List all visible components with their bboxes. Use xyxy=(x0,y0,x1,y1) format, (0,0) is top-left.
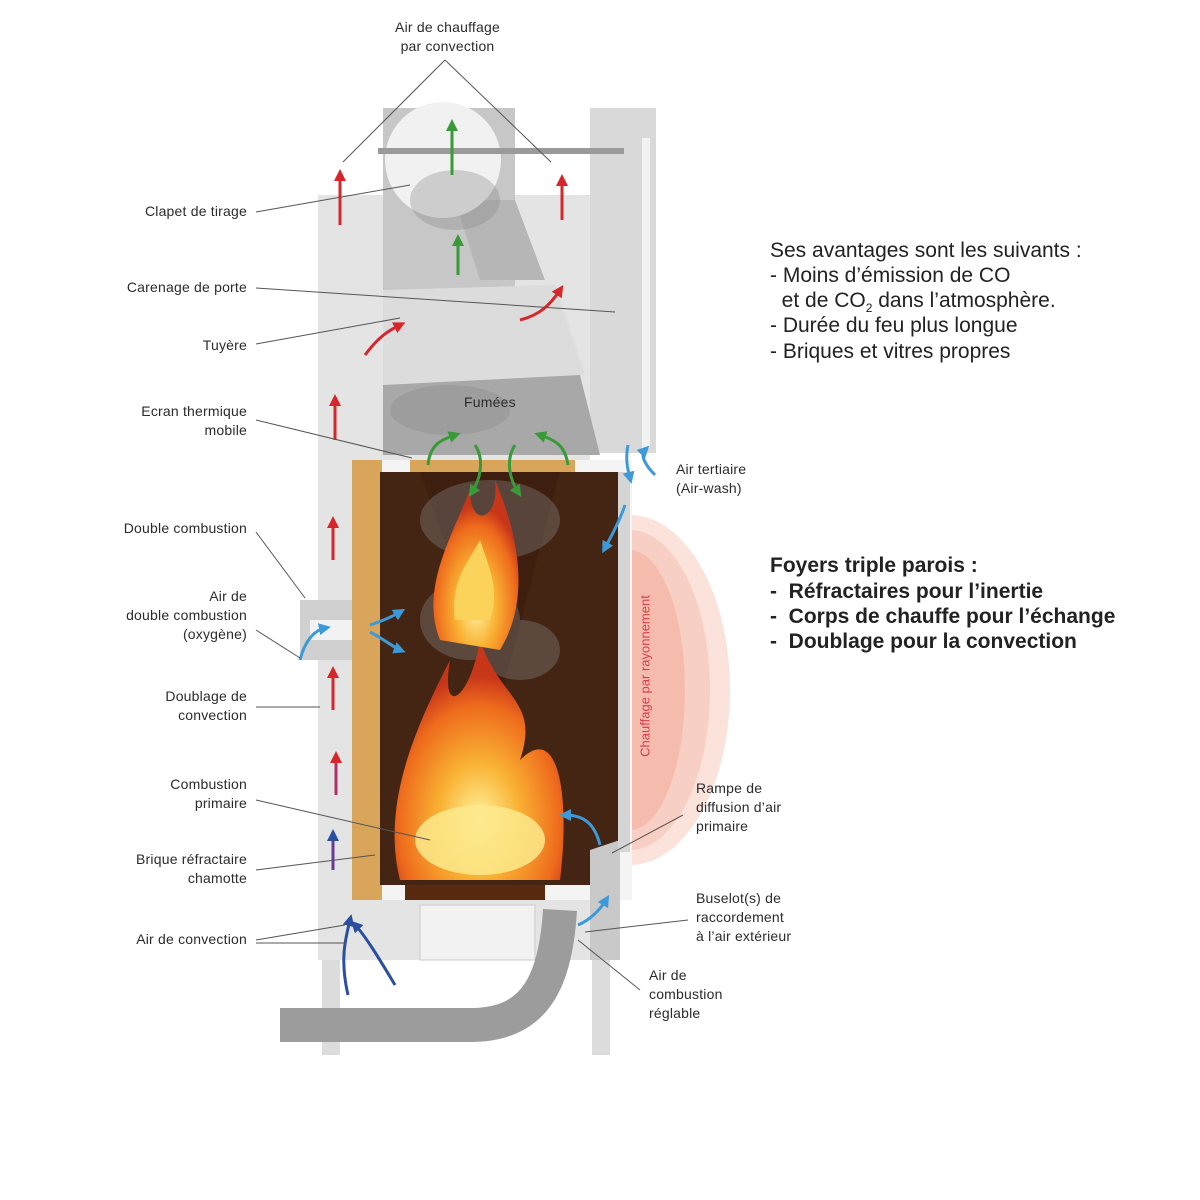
triple-wall-item: - Réfractaires pour l’inertie xyxy=(770,580,1044,603)
advantage-co: - Moins d’émission de CO xyxy=(770,264,1011,287)
flames xyxy=(394,480,564,880)
label-outside-air-connector: Buselot(s) de raccordement à l’air extér… xyxy=(696,890,792,944)
label-tertiary-air: Air tertiaire (Air-wash) xyxy=(676,461,747,496)
triple-wall-title: Foyers triple parois : xyxy=(770,554,978,577)
advantage-clean: - Briques et vitres propres xyxy=(770,340,1011,363)
fresh-air-arrows xyxy=(298,444,657,927)
label-primary-combustion: Combustion primaire xyxy=(170,776,247,811)
smoke-flow-arrows xyxy=(426,119,570,497)
triple-wall-item: - Corps de chauffe pour l’échange xyxy=(770,605,1116,628)
refractory-brick xyxy=(352,460,382,900)
label-nozzle: Tuyère xyxy=(202,337,247,353)
convection-inlet-arrows xyxy=(342,914,397,996)
advantage-co2: et de CO2 dans l’atmosphère. xyxy=(770,288,1056,322)
label-double-combustion: Double combustion xyxy=(123,520,247,536)
triple-wall-item: - Doublage pour la convection xyxy=(770,630,1077,653)
label-door-fairing: Carenage de porte xyxy=(126,279,247,295)
hot-air-arrows xyxy=(327,169,568,710)
advantage-co2-tail: dans l’atmosphère. xyxy=(872,289,1056,312)
label-fumes: Fumées xyxy=(464,394,516,410)
label-radiant-heating: Chauffage par rayonnement xyxy=(637,595,653,757)
label-convection-lining: Doublage de convection xyxy=(165,688,247,723)
leader-lines xyxy=(255,59,689,991)
advantage-co2-text: et de CO xyxy=(770,289,866,312)
draught-damper xyxy=(385,102,501,218)
advantage-burn-time: - Durée du feu plus longue xyxy=(770,314,1018,337)
label-draught-damper: Clapet de tirage xyxy=(144,203,247,219)
label-double-combustion-air: Air de double combustion (oxygène) xyxy=(126,588,247,642)
advantages-title: Ses avantages sont les suivants : xyxy=(770,239,1082,262)
outside-air-duct xyxy=(280,908,577,1042)
label-thermal-screen: Ecran thermique mobile xyxy=(141,403,247,438)
subscript-2: 2 xyxy=(865,301,873,316)
label-convection-air: Air de convection xyxy=(136,931,247,947)
label-primary-air-ramp: Rampe de diffusion d’air primaire xyxy=(696,780,782,834)
label-convection-heating-air: Air de chauffage par convection xyxy=(395,19,500,54)
label-adjustable-combustion-air: Air de combustion réglable xyxy=(649,967,723,1021)
baffle xyxy=(383,285,585,385)
label-refractory-brick: Brique réfractaire chamotte xyxy=(136,851,247,886)
